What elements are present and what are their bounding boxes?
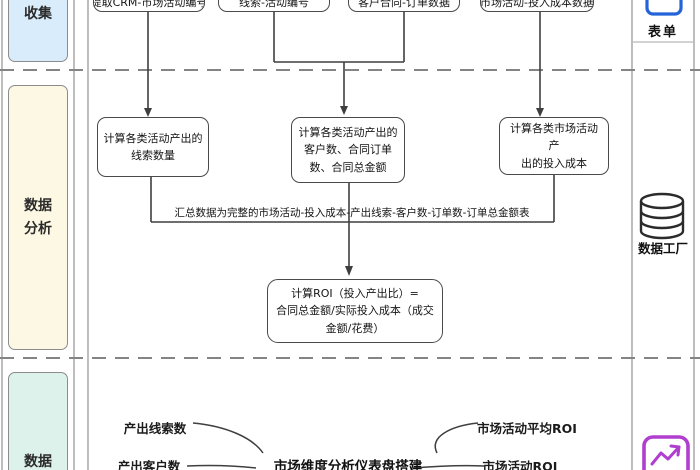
- source-box-contracts: 客户合同-订单数据: [348, 0, 460, 12]
- dashboard-center-node: 市场维度分析仪表盘搭建: [273, 459, 423, 470]
- branch-output-leads: 产出线索数: [123, 421, 187, 436]
- lane-collect-label: 收集: [24, 6, 52, 22]
- source-box-leads: 线索-活动编号: [218, 0, 330, 12]
- form-label: 表单: [647, 25, 678, 40]
- lane-analysis: 数据分析: [8, 85, 68, 350]
- branch-output-customers: 产出客户数: [117, 459, 181, 470]
- branch-activity-roi: 市场活动ROI: [482, 459, 558, 470]
- calc-leads-box: 计算各类活动产出的 线索数量: [97, 117, 209, 177]
- data-factory-label: 数据工厂: [637, 241, 688, 256]
- source-box-cost: 市场活动-投入成本数据: [480, 0, 594, 12]
- source-box-crm-activity: 提取CRM-市场活动编号: [93, 0, 205, 12]
- database-icon: [638, 192, 686, 244]
- lane-visualization: 数据: [8, 372, 68, 470]
- lane-analysis-label: 数据分析: [24, 198, 52, 237]
- branch-avg-roi: 市场活动平均ROI: [477, 421, 577, 436]
- calc-cost-box: 计算各类市场活动产 出的投入成本: [499, 117, 609, 175]
- calc-customers-box: 计算各类活动产出的 客户数、合同订单 数、合同总金额: [291, 117, 405, 183]
- trend-chart-icon: [640, 434, 692, 470]
- summary-table-text: 汇总数据为完整的市场活动-投入成本-产出线索-客户数-订单数-订单总金额表: [174, 207, 530, 219]
- form-icon: [644, 0, 684, 20]
- lane-collect: 收集: [8, 0, 68, 62]
- lane-visualization-label: 数据: [24, 454, 52, 470]
- roi-calc-box: 计算ROI（投入产出比）= 合同总金额/实际投入成本（成交 金额/花费）: [267, 279, 443, 343]
